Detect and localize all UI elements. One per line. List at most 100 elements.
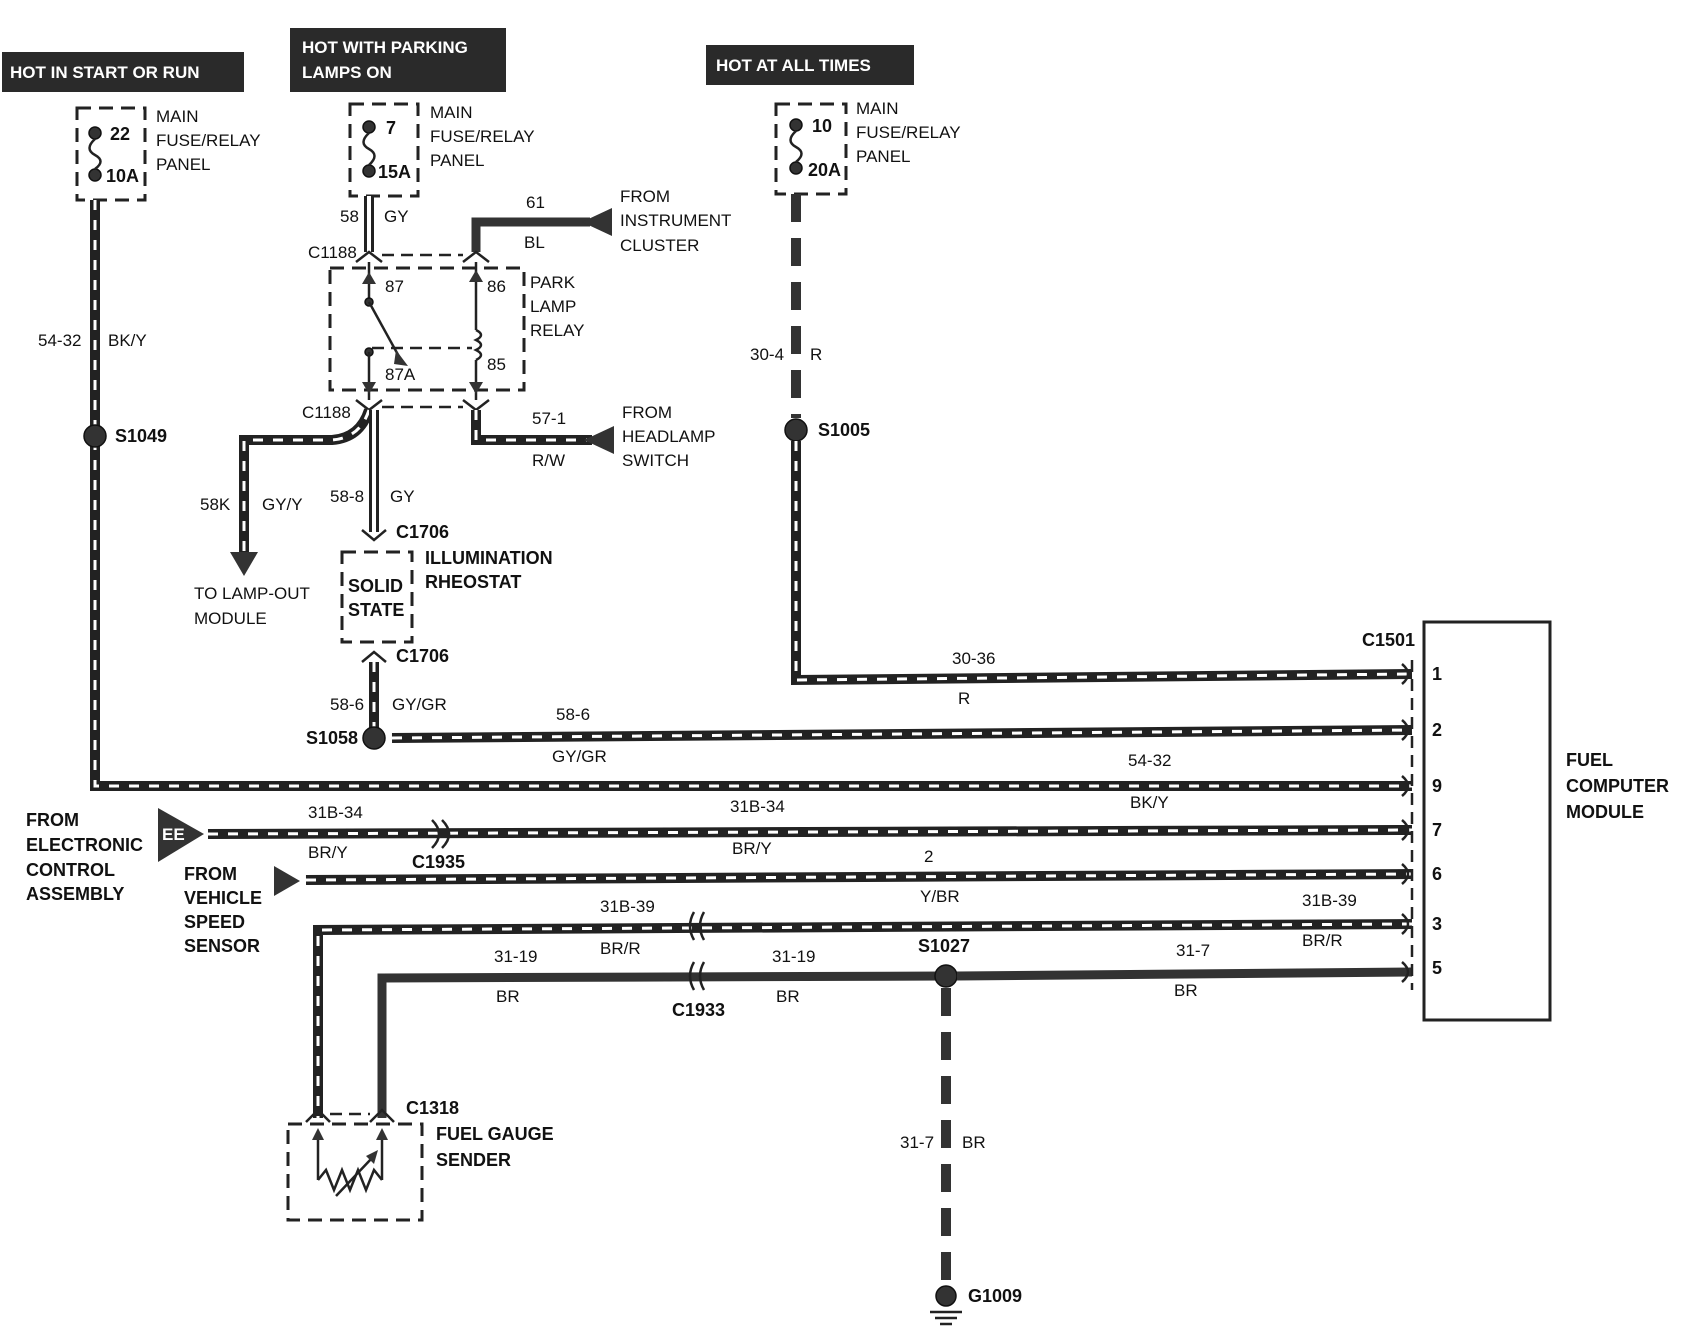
illumination-rheostat: C1706 SOLID STATE ILLUMINATION RHEOSTAT … <box>340 522 553 666</box>
svg-text:Y/BR: Y/BR <box>920 887 960 906</box>
svg-text:FROM: FROM <box>26 810 79 830</box>
svg-text:30-4: 30-4 <box>750 345 784 364</box>
wire-61: 61 BL <box>471 193 612 252</box>
svg-text:15A: 15A <box>378 162 411 182</box>
svg-text:31-19: 31-19 <box>494 947 537 966</box>
svg-text:10: 10 <box>812 116 832 136</box>
splice-s1005: S1005 <box>784 418 870 442</box>
svg-text:31B-34: 31B-34 <box>308 803 363 822</box>
wire-31-7-ground: 31-7 BR <box>900 988 986 1286</box>
svg-text:BL: BL <box>524 233 545 252</box>
svg-text:FUSE/RELAY: FUSE/RELAY <box>430 127 535 146</box>
connector-c1935: C1935 <box>412 819 465 872</box>
svg-text:R: R <box>810 345 822 364</box>
svg-text:S1005: S1005 <box>818 420 870 440</box>
fuse-panel-10: 10 20A MAIN FUSE/RELAY PANEL <box>774 99 961 196</box>
svg-text:C1706: C1706 <box>396 522 449 542</box>
svg-text:S1049: S1049 <box>115 426 167 446</box>
wire-58: 58 GY <box>340 196 409 252</box>
svg-text:58K: 58K <box>200 495 231 514</box>
svg-text:22: 22 <box>110 124 130 144</box>
svg-text:SENDER: SENDER <box>436 1150 511 1170</box>
svg-text:BR: BR <box>962 1133 986 1152</box>
svg-text:85: 85 <box>487 355 506 374</box>
svg-text:FROM: FROM <box>620 187 670 206</box>
svg-text:PANEL: PANEL <box>856 147 911 166</box>
svg-text:87: 87 <box>385 277 404 296</box>
wire-58-8: 58-8 GY <box>330 410 415 532</box>
wire-31b-34: 31B-34 BR/Y 31B-34 BR/Y <box>207 797 1413 862</box>
svg-text:GY/GR: GY/GR <box>392 695 447 714</box>
destination-lamp-out-module: TO LAMP-OUT MODULE <box>194 584 310 628</box>
svg-text:R/W: R/W <box>532 451 565 470</box>
svg-text:87A: 87A <box>385 365 416 384</box>
svg-text:HOT IN START OR RUN: HOT IN START OR RUN <box>10 63 200 82</box>
svg-text:2: 2 <box>1432 720 1442 740</box>
svg-text:ASSEMBLY: ASSEMBLY <box>26 884 124 904</box>
svg-text:FROM: FROM <box>622 403 672 422</box>
svg-text:BR/Y: BR/Y <box>732 839 772 858</box>
svg-text:BR/R: BR/R <box>600 939 641 958</box>
svg-text:FUEL: FUEL <box>1566 750 1613 770</box>
svg-text:FUEL GAUGE: FUEL GAUGE <box>436 1124 554 1144</box>
svg-text:MAIN: MAIN <box>856 99 899 118</box>
svg-text:BK/Y: BK/Y <box>108 331 147 350</box>
svg-text:FUSE/RELAY: FUSE/RELAY <box>856 123 961 142</box>
svg-text:PANEL: PANEL <box>430 151 485 170</box>
splice-s1058: S1058 <box>306 726 386 750</box>
wire-57-1: 57-1 R/W <box>471 409 614 470</box>
svg-text:57-1: 57-1 <box>532 409 566 428</box>
svg-text:GY/Y: GY/Y <box>262 495 303 514</box>
connector-c1188-top: C1188 <box>308 243 490 263</box>
svg-text:3: 3 <box>1432 914 1442 934</box>
svg-text:31-19: 31-19 <box>772 947 815 966</box>
wire-58-6-vertical: 58-6 GY/GR <box>330 662 447 730</box>
svg-text:SWITCH: SWITCH <box>622 451 689 470</box>
svg-text:STATE: STATE <box>348 600 404 620</box>
svg-text:31B-39: 31B-39 <box>1302 891 1357 910</box>
svg-text:54-32: 54-32 <box>1128 751 1171 770</box>
svg-text:CLUSTER: CLUSTER <box>620 236 699 255</box>
svg-text:GY: GY <box>384 207 409 226</box>
svg-text:MODULE: MODULE <box>194 609 267 628</box>
svg-text:R: R <box>958 689 970 708</box>
svg-text:S1058: S1058 <box>306 728 358 748</box>
svg-text:COMPUTER: COMPUTER <box>1566 776 1669 796</box>
ground-g1009: G1009 <box>930 1285 1022 1326</box>
svg-text:RHEOSTAT: RHEOSTAT <box>425 572 521 592</box>
wire-58-6: 58-6 GY/GR <box>391 705 1413 766</box>
source-headlamp-switch: FROM HEADLAMP SWITCH <box>622 403 716 470</box>
svg-text:C1188: C1188 <box>302 403 351 422</box>
svg-text:20A: 20A <box>808 160 841 180</box>
svg-text:31-7: 31-7 <box>900 1133 934 1152</box>
svg-text:5: 5 <box>1432 958 1442 978</box>
svg-text:54-32: 54-32 <box>38 331 81 350</box>
svg-text:LAMP: LAMP <box>530 297 576 316</box>
svg-text:C1188: C1188 <box>308 243 357 262</box>
svg-text:TO LAMP-OUT: TO LAMP-OUT <box>194 584 310 603</box>
connector-c1933: C1933 <box>672 911 725 1020</box>
svg-text:GY: GY <box>390 487 415 506</box>
svg-text:BR: BR <box>496 987 520 1006</box>
svg-text:BR/Y: BR/Y <box>308 843 348 862</box>
wire-30-36: 30-36 R <box>791 441 1413 708</box>
svg-text:2: 2 <box>924 847 933 866</box>
source-vss: FROM VEHICLE SPEED SENSOR <box>184 864 262 956</box>
wire-2: 2 Y/BR <box>274 847 1413 906</box>
svg-text:MAIN: MAIN <box>156 107 199 126</box>
svg-text:1: 1 <box>1432 664 1442 684</box>
svg-text:ILLUMINATION: ILLUMINATION <box>425 548 553 568</box>
svg-text:FUSE/RELAY: FUSE/RELAY <box>156 131 261 150</box>
svg-text:LAMPS ON: LAMPS ON <box>302 63 392 82</box>
svg-text:9: 9 <box>1432 776 1442 796</box>
svg-text:S1027: S1027 <box>918 936 970 956</box>
wire-31b-39: 31B-39 BR/R 31B-39 BR/R <box>313 891 1413 1118</box>
svg-text:31B-39: 31B-39 <box>600 897 655 916</box>
fuel-computer-module: C1501 1 2 9 7 6 3 5 FUEL COMPUTER MODULE <box>1362 620 1669 1022</box>
module-pin-connectors <box>1401 663 1410 983</box>
svg-text:58-6: 58-6 <box>556 705 590 724</box>
svg-text:HEADLAMP: HEADLAMP <box>622 427 716 446</box>
wire-31-7: 31-7 BR <box>956 941 1413 1000</box>
svg-text:BR: BR <box>1174 981 1198 1000</box>
header-hot-parking-lamps: HOT WITH PARKING LAMPS ON <box>290 28 506 92</box>
